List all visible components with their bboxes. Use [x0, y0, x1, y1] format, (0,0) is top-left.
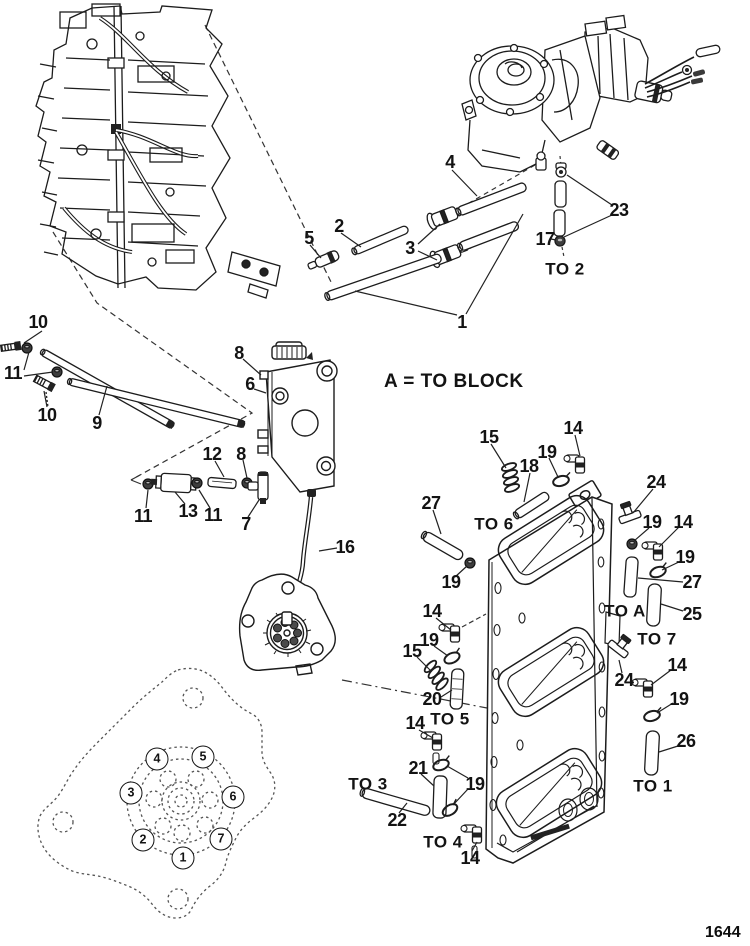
port-number-3: 3 — [119, 781, 143, 805]
callout-11: 11 — [3, 363, 23, 383]
callout-8: 8 — [236, 444, 246, 464]
callout-13: 13 — [178, 501, 198, 521]
callout-19: 19 — [441, 572, 461, 592]
port-number-7: 7 — [209, 827, 233, 851]
callout-14: 14 — [563, 418, 583, 438]
port-number-5: 5 — [191, 745, 215, 769]
oil-hoses-drawing — [0, 341, 246, 429]
callout-23: 23 — [609, 200, 629, 220]
routing-label-to-3: TO 3 — [348, 774, 388, 794]
callout-14: 14 — [460, 848, 480, 868]
routing-label-to-1: TO 1 — [633, 776, 673, 796]
callout-17: 17 — [535, 229, 555, 249]
callout-11: 11 — [203, 505, 223, 525]
fitting-17-23-drawing — [553, 162, 567, 247]
routing-label-to-a: TO A — [604, 601, 646, 621]
callout-20: 20 — [422, 689, 442, 709]
routing-label-to-2: TO 2 — [545, 259, 585, 279]
callout-24: 24 — [646, 472, 666, 492]
callout-15: 15 — [402, 641, 422, 661]
callout-1: 1 — [457, 312, 467, 332]
callout-8: 8 — [234, 343, 244, 363]
callout-5: 5 — [304, 228, 314, 248]
wiring-harness — [644, 56, 695, 98]
callout-19: 19 — [465, 774, 485, 794]
plate-slot-window — [495, 494, 605, 839]
callout-3: 3 — [405, 238, 415, 258]
callout-26: 26 — [676, 731, 696, 751]
adapter-plate-drawing — [485, 480, 621, 864]
routing-label-to-7: TO 7 — [637, 629, 677, 649]
callout-27: 27 — [682, 572, 702, 592]
pump-assembly-drawing — [461, 14, 721, 173]
callout-19: 19 — [675, 547, 695, 567]
callout-11: 11 — [133, 506, 153, 526]
callout-16: 16 — [335, 537, 355, 557]
callout-27: 27 — [421, 493, 441, 513]
filter-row-drawing — [142, 471, 269, 504]
callout-14: 14 — [667, 655, 687, 675]
legend-note: A = TO BLOCK — [384, 371, 524, 392]
callout-25: 25 — [682, 604, 702, 624]
callout-15: 15 — [479, 427, 499, 447]
callout-19: 19 — [419, 630, 439, 650]
page-number: 1644 — [705, 924, 741, 941]
port-number-6: 6 — [221, 785, 245, 809]
callout-9: 9 — [92, 413, 102, 433]
fuel-lines-drawing — [307, 182, 527, 302]
callout-19: 19 — [669, 689, 689, 709]
port-number-1: 1 — [171, 846, 195, 870]
callout-19: 19 — [537, 442, 557, 462]
callout-14: 14 — [673, 512, 693, 532]
callout-14: 14 — [405, 713, 425, 733]
callout-21: 21 — [408, 758, 428, 778]
callout-24: 24 — [614, 670, 634, 690]
callout-7: 7 — [241, 514, 251, 534]
callout-22: 22 — [387, 810, 407, 830]
oil-pump-drawing — [238, 573, 336, 676]
callout-4: 4 — [445, 152, 455, 172]
routing-label-to-5: TO 5 — [430, 709, 470, 729]
port-number-4: 4 — [145, 747, 169, 771]
callout-19: 19 — [642, 512, 662, 532]
callout-2: 2 — [334, 216, 344, 236]
callout-18: 18 — [519, 456, 539, 476]
oil-tank-drawing — [257, 341, 338, 617]
callout-12: 12 — [202, 444, 222, 464]
callout-10: 10 — [28, 312, 48, 332]
callout-14: 14 — [422, 601, 442, 621]
routing-label-to-4: TO 4 — [423, 832, 463, 852]
engine-block-drawing — [35, 3, 281, 299]
callout-leader-lines — [23, 169, 684, 852]
port-number-2: 2 — [131, 828, 155, 852]
routing-label-to-6: TO 6 — [474, 514, 514, 534]
plate-fittings-drawing — [359, 454, 671, 859]
callout-10: 10 — [37, 405, 57, 425]
callout-6: 6 — [245, 374, 255, 394]
